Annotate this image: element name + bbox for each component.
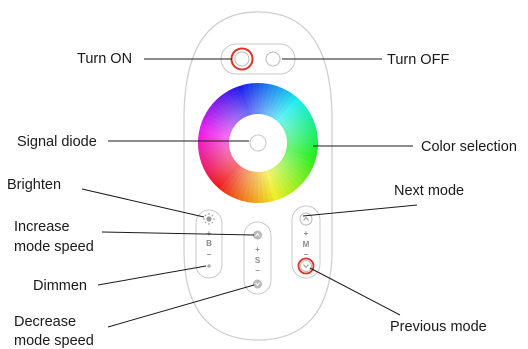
leader-decrease (107, 284, 255, 328)
label-brighten: Brighten (7, 177, 61, 193)
brightness-minus: − (207, 250, 212, 259)
mode-letter: M (303, 240, 310, 249)
mode-button-group: + M − (291, 205, 321, 279)
brightness-button-group: + B − (195, 209, 223, 279)
dim-dot[interactable] (207, 264, 211, 268)
speed-button-group: + S − (243, 221, 272, 295)
brightness-plus: + (207, 229, 212, 238)
label-previous-mode: Previous mode (390, 319, 487, 335)
leader-previous-mode (309, 267, 401, 316)
leader-next-mode (302, 204, 418, 217)
speed-minus: − (255, 266, 260, 275)
label-decrease-line2: mode speed (14, 333, 94, 349)
next-mode-chevron-icon[interactable] (299, 212, 313, 226)
previous-mode-chevron-icon[interactable] (297, 257, 315, 275)
mode-minus: − (304, 250, 309, 259)
label-turn-on: Turn ON (77, 51, 132, 67)
sun-icon[interactable] (203, 213, 215, 225)
color-wheel-icon[interactable] (198, 83, 318, 203)
label-color-selection: Color selection (421, 139, 517, 155)
speed-letter: S (255, 256, 261, 265)
leader-brighten (81, 188, 205, 218)
label-increase-line1: Increase (14, 219, 70, 235)
signal-diode (249, 134, 267, 152)
brightness-letter: B (206, 239, 212, 248)
chevron-down-icon[interactable] (253, 279, 262, 289)
annotation-labels: Turn ON Turn OFF Signal diode Color sele… (7, 51, 517, 349)
mode-plus: + (304, 229, 309, 238)
label-increase-line2: mode speed (14, 239, 94, 255)
speed-plus: + (255, 245, 260, 254)
chevron-up-icon[interactable] (253, 230, 262, 240)
leader-dimmen (97, 265, 207, 286)
leader-lines (81, 58, 418, 328)
label-decrease-line1: Decrease (14, 314, 76, 330)
label-dimmen: Dimmen (33, 278, 87, 294)
label-next-mode: Next mode (394, 183, 464, 199)
power-on-icon[interactable] (230, 47, 254, 71)
label-signal-diode: Signal diode (17, 134, 97, 150)
label-turn-off: Turn OFF (387, 52, 449, 68)
leader-increase (101, 231, 255, 236)
power-off-icon[interactable] (265, 51, 281, 67)
previous-mode-highlight (297, 257, 315, 275)
